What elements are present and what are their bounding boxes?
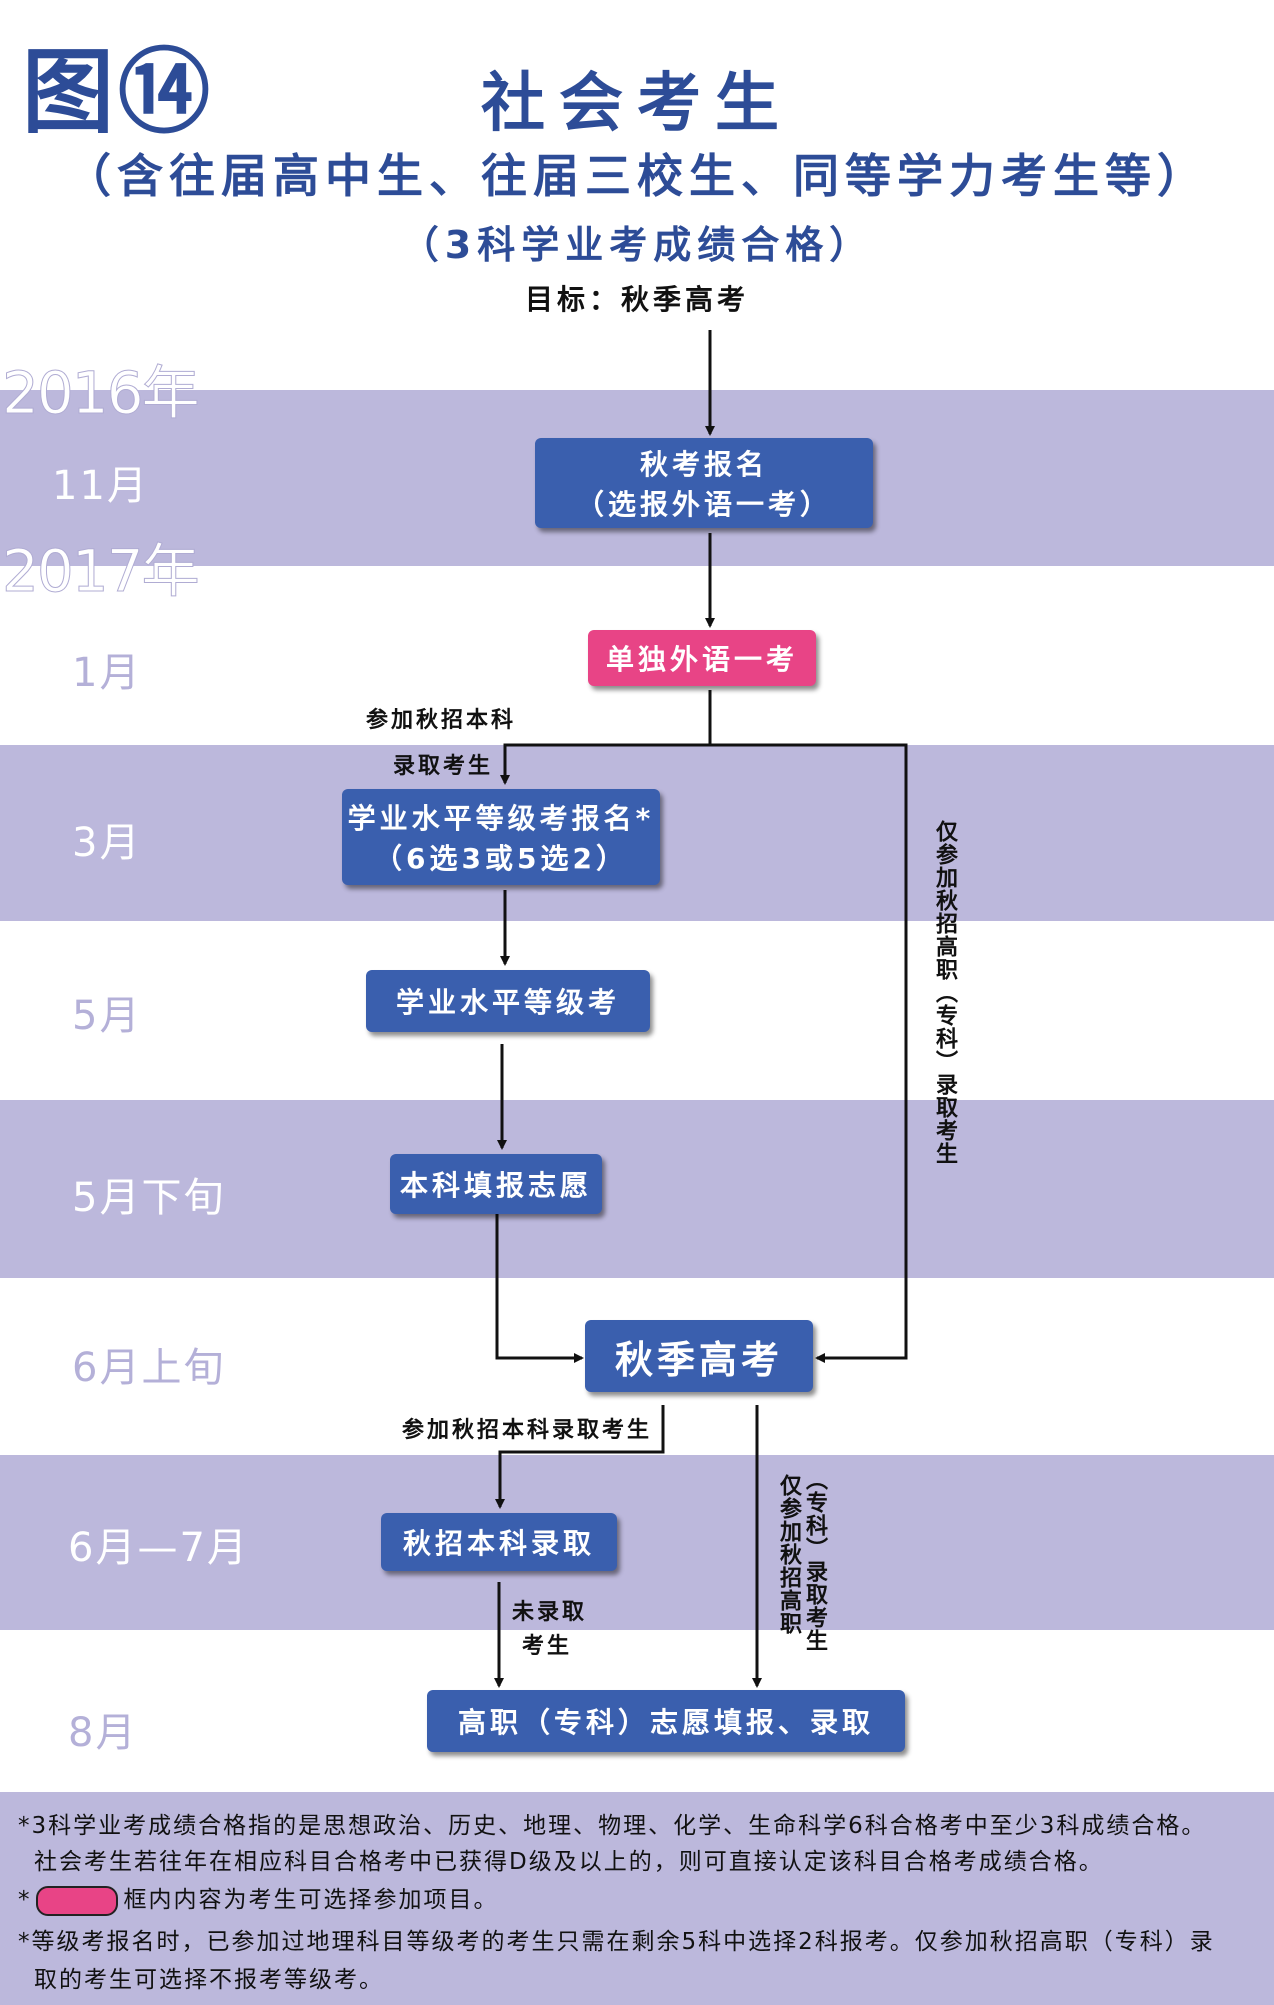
month-jun-jul: 6月—7月	[68, 1525, 249, 1571]
undergrad-application-box: 本科填报志愿	[390, 1154, 602, 1214]
footnotes-panel: *3科学业考成绩合格指的是思想政治、历史、地理、物理、化学、生命科学6科合格考中…	[0, 1792, 1274, 2005]
level-exam-registration-line2: （6选3或5选2）	[374, 842, 628, 875]
undergrad-application-label: 本科填报志愿	[399, 1169, 592, 1202]
note1-line1: *3科学业考成绩合格指的是思想政治、历史、地理、物理、化学、生命科学6科合格考中…	[18, 1813, 1207, 1839]
level-exam-registration-box: 学业水平等级考报名* （6选3或5选2）	[342, 789, 660, 885]
level-exam-registration-line1: 学业水平等级考报名*	[347, 802, 655, 835]
vocational-only-col1-label: （专科）录取考生	[802, 1468, 827, 1652]
note2-text: 框内内容为考生可选择参加项目。	[123, 1887, 499, 1913]
month-jan: 1月	[72, 650, 142, 696]
undergrad-candidates-label-2: 录取考生	[393, 754, 494, 779]
vocational-only-col2-label: 仅参加秋招高职	[776, 1474, 801, 1635]
undergrad-candidates-full-label: 参加秋招本科录取考生	[402, 1418, 653, 1443]
band-may-late	[0, 1100, 1274, 1278]
foreign-language-exam-label: 单独外语一考	[605, 643, 798, 676]
month-may: 5月	[72, 993, 142, 1039]
condition-text: （3科学业考成绩合格）	[400, 223, 874, 267]
year-2016: 2016年	[2, 359, 201, 428]
not-admitted-label-1: 未录取	[512, 1600, 588, 1625]
note3-line1: *等级考报名时，已参加过地理科目等级考的考生只需在剩余5科中选择2科报考。仅参加…	[18, 1929, 1215, 1955]
level-exam-label: 学业水平等级考	[395, 986, 620, 1019]
year-2017: 2017年	[2, 537, 201, 606]
month-may-late: 5月下旬	[72, 1175, 226, 1221]
note1-line2: 社会考生若往年在相应科目合格考中已获得D级及以上的，则可直接认定该科目合格考成绩…	[34, 1849, 1104, 1875]
note2-prefix: *	[18, 1887, 32, 1913]
pink-box-legend	[35, 1885, 118, 1916]
note2: * 框内内容为考生可选择参加项目。	[18, 1880, 499, 1916]
undergrad-admission-label: 秋招本科录取	[402, 1527, 595, 1560]
level-exam-box: 学业水平等级考	[366, 970, 650, 1032]
autumn-registration-box: 秋考报名 （选报外语一考）	[535, 438, 873, 528]
month-aug: 8月	[68, 1710, 138, 1756]
not-admitted-label-2: 考生	[522, 1634, 573, 1659]
band-jun-jul	[0, 1455, 1274, 1630]
autumn-registration-line1: 秋考报名	[639, 448, 768, 481]
month-jun-early: 6月上旬	[72, 1345, 226, 1391]
autumn-exam-box: 秋季高考	[585, 1320, 813, 1392]
figure-label: 图⑭	[22, 38, 215, 146]
vocational-admission-label: 高职（专科）志愿填报、录取	[457, 1706, 874, 1739]
undergrad-admission-box: 秋招本科录取	[381, 1513, 617, 1571]
autumn-exam-label: 秋季高考	[614, 1337, 783, 1382]
undergrad-candidates-label-1: 参加秋招本科	[366, 708, 517, 733]
autumn-registration-line2: （选报外语一考）	[575, 488, 832, 521]
vocational-only-vertical-label: 仅参加秋招高职（专科）录取考生	[932, 820, 957, 1165]
note3-line2: 取的考生可选择不报考等级考。	[34, 1967, 384, 1993]
month-nov: 11月	[52, 463, 149, 509]
month-mar: 3月	[72, 820, 142, 866]
page-subtitle: （含往届高中生、往届三校生、同等学力考生等）	[65, 149, 1209, 203]
foreign-language-exam-box: 单独外语一考	[588, 630, 816, 686]
vocational-admission-box: 高职（专科）志愿填报、录取	[427, 1690, 905, 1752]
target-text: 目标：秋季高考	[524, 283, 749, 316]
page-title: 社会考生	[481, 67, 793, 141]
